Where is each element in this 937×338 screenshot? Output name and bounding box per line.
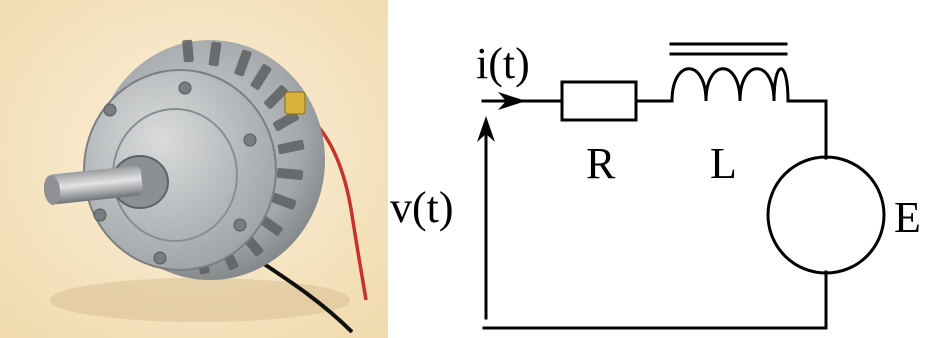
emf-source xyxy=(766,155,886,275)
voltage-label: v(t) xyxy=(390,183,454,232)
motor-photo xyxy=(0,0,388,338)
emf-label: E xyxy=(894,193,921,242)
resistor xyxy=(560,80,638,122)
inductor-label: L xyxy=(710,139,737,188)
motor-shaft xyxy=(47,165,143,205)
motor-shadow xyxy=(50,278,350,322)
terminal-block xyxy=(284,91,306,115)
red-wire xyxy=(299,108,368,301)
equivalent-circuit: i(t) v(t) R L E xyxy=(390,39,921,330)
current-label: i(t) xyxy=(476,39,530,88)
resistor-label: R xyxy=(586,139,616,188)
shaft-end xyxy=(43,175,61,205)
front-face xyxy=(83,69,277,271)
current-arrow-icon xyxy=(498,92,526,110)
inductor-coil xyxy=(670,67,790,103)
voltage-arrow-icon xyxy=(477,116,495,142)
face-bolts xyxy=(93,81,257,265)
